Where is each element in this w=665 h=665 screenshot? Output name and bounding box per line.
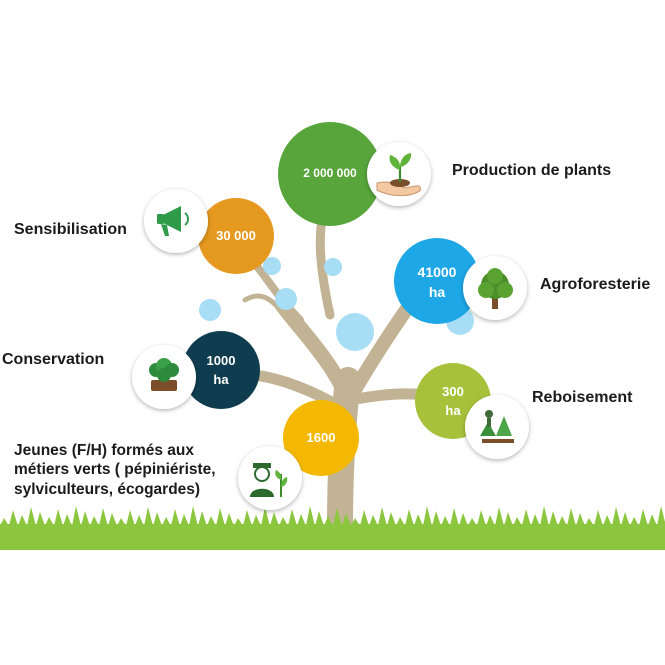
forest-icon xyxy=(149,358,179,391)
gardener-icon xyxy=(250,463,288,497)
bubble-conservation xyxy=(182,331,260,409)
grass xyxy=(0,506,665,550)
bubble-production-de-plants xyxy=(278,122,382,226)
bubble-sensibilisation xyxy=(198,198,274,274)
reforestation-icon xyxy=(480,410,514,443)
decorative-bubbles xyxy=(199,257,474,351)
label-agroforesterie: Agroforesterie xyxy=(540,276,651,293)
value-jeunes: 1600 xyxy=(306,430,336,445)
label-conservation: Conservation xyxy=(2,351,105,368)
tree-icon xyxy=(478,268,513,309)
label-sensibilisation: Sensibilisation xyxy=(14,221,127,238)
value-sensibilisation: 30 000 xyxy=(216,228,256,243)
hand-seedling-icon xyxy=(376,153,421,197)
megaphone-icon xyxy=(157,206,189,236)
bubble-agroforesterie xyxy=(394,238,480,324)
label-production-de-plants: Production de plants xyxy=(452,162,612,179)
label-jeunes: Jeunes (F/H) formés aux métiers verts ( … xyxy=(14,442,216,498)
label-reboisement: Reboisement xyxy=(532,389,633,406)
value-reboisement: 300 ha xyxy=(442,384,464,418)
value-conservation: 1000 ha xyxy=(206,353,236,387)
bubble-jeunes xyxy=(283,400,359,476)
value-production-de-plants: 2 000 000 xyxy=(303,166,357,180)
value-agroforesterie: 41000 ha xyxy=(417,264,457,301)
